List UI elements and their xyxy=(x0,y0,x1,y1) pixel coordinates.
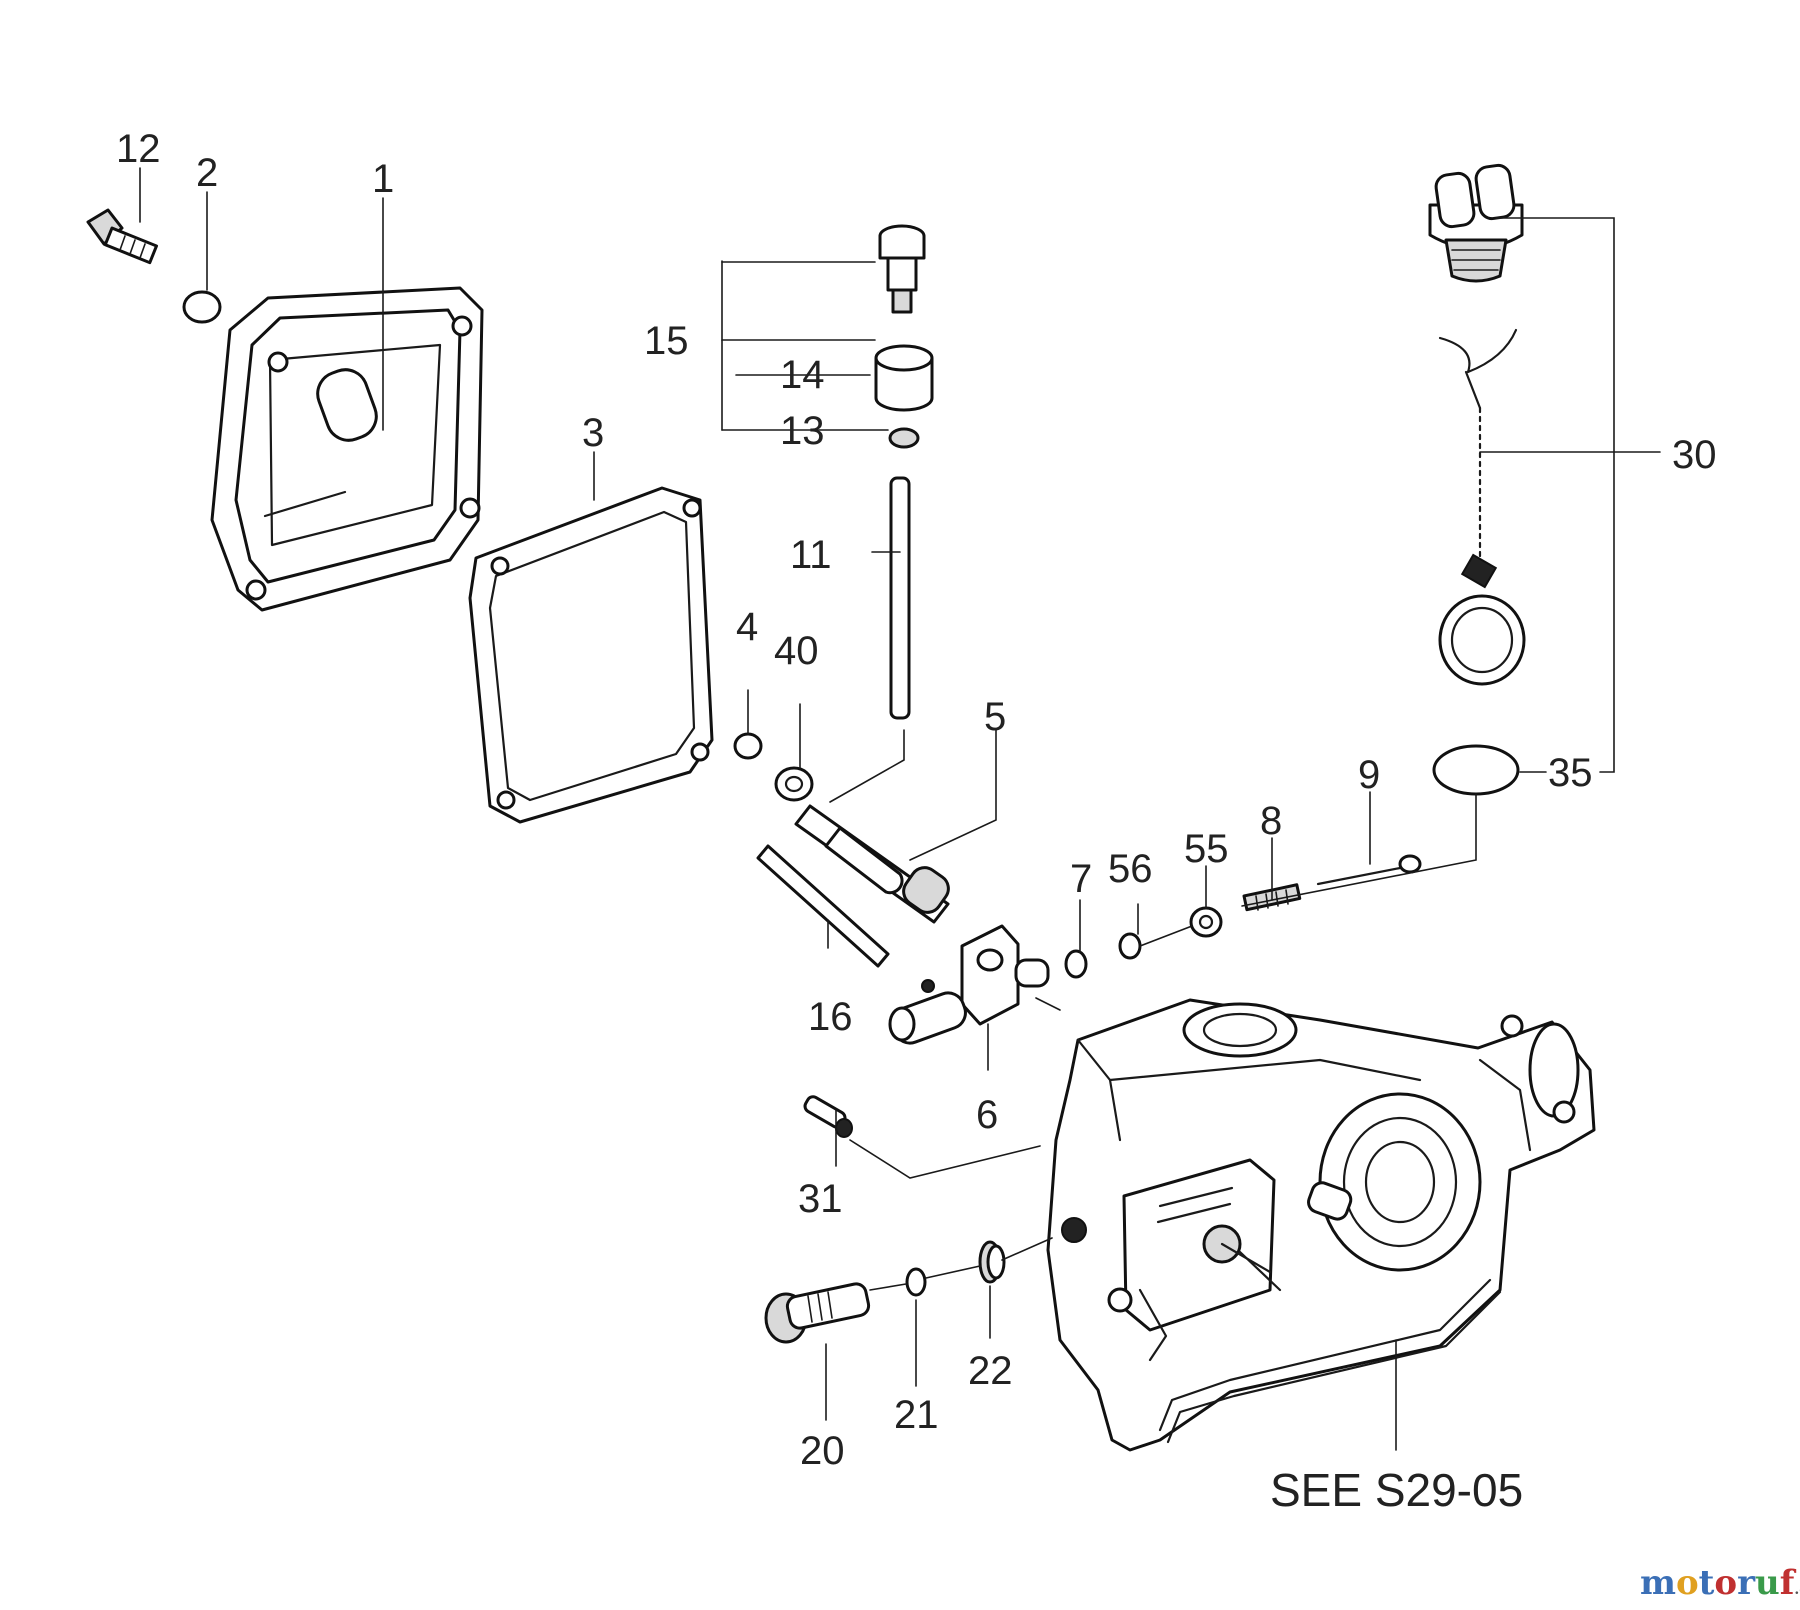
rod-part-11 xyxy=(889,476,911,720)
part-labels: 12 2 1 3 15 14 13 11 4 40 5 16 6 7 56 55… xyxy=(116,127,1717,1516)
washer-part-22 xyxy=(978,1240,1006,1284)
label-part-4: 4 xyxy=(736,605,758,649)
svg-text:motoruf.de: motoruf.de xyxy=(1640,1563,1800,1603)
label-part-21: 21 xyxy=(894,1393,939,1437)
breather-cap-part-15 xyxy=(878,224,926,314)
washer-part-2 xyxy=(182,290,222,324)
label-part-16: 16 xyxy=(808,995,853,1039)
label-part-30: 30 xyxy=(1672,433,1717,477)
label-part-5: 5 xyxy=(984,695,1006,739)
cover-part-1 xyxy=(210,286,484,612)
label-part-3: 3 xyxy=(582,411,604,455)
label-part-2: 2 xyxy=(196,151,218,195)
label-part-13: 13 xyxy=(780,409,825,453)
o-ring-part-56 xyxy=(1118,932,1142,960)
seal-part-40 xyxy=(774,766,814,802)
label-part-35: 35 xyxy=(1548,751,1593,795)
label-part-11: 11 xyxy=(790,533,832,577)
label-part-40: 40 xyxy=(774,629,819,673)
label-part-1: 1 xyxy=(372,157,394,201)
label-part-6: 6 xyxy=(976,1093,998,1137)
pin-part-16 xyxy=(756,844,890,968)
label-part-7: 7 xyxy=(1070,857,1092,901)
washer-part-4 xyxy=(733,732,763,760)
bolt-part-12 xyxy=(86,208,159,265)
label-part-55: 55 xyxy=(1184,827,1229,871)
oil-cap-part-30 xyxy=(1428,163,1524,283)
label-part-20: 20 xyxy=(800,1429,845,1473)
label-part-14: 14 xyxy=(780,353,825,397)
plug-part-14 xyxy=(874,344,934,412)
pin-part-9 xyxy=(1316,854,1422,886)
o-ring-part-35 xyxy=(1432,744,1520,796)
label-part-15: 15 xyxy=(644,319,689,363)
leader-lines xyxy=(139,167,1661,1451)
watermark-logo: motoruf.de xyxy=(1640,1563,1800,1603)
washer-part-55 xyxy=(1189,906,1223,938)
gear-housing xyxy=(1046,998,1596,1452)
screw-part-31 xyxy=(803,1095,853,1138)
o-ring-part-21 xyxy=(905,1267,927,1297)
label-part-9: 9 xyxy=(1358,753,1380,797)
gasket-part-3 xyxy=(468,486,714,824)
reference-note: SEE S29-05 xyxy=(1270,1464,1523,1516)
chain-part-30 xyxy=(1438,328,1526,686)
label-part-22: 22 xyxy=(968,1349,1013,1393)
bracket-part-6 xyxy=(888,924,1050,1045)
label-part-56: 56 xyxy=(1108,847,1153,891)
o-ring-part-7 xyxy=(1064,949,1088,979)
bolt-part-20 xyxy=(764,1282,871,1344)
label-part-31: 31 xyxy=(798,1177,843,1221)
label-part-12: 12 xyxy=(116,127,161,171)
o-ring-part-13 xyxy=(888,427,920,449)
label-part-8: 8 xyxy=(1260,799,1282,843)
shaft-part-5 xyxy=(794,804,950,924)
